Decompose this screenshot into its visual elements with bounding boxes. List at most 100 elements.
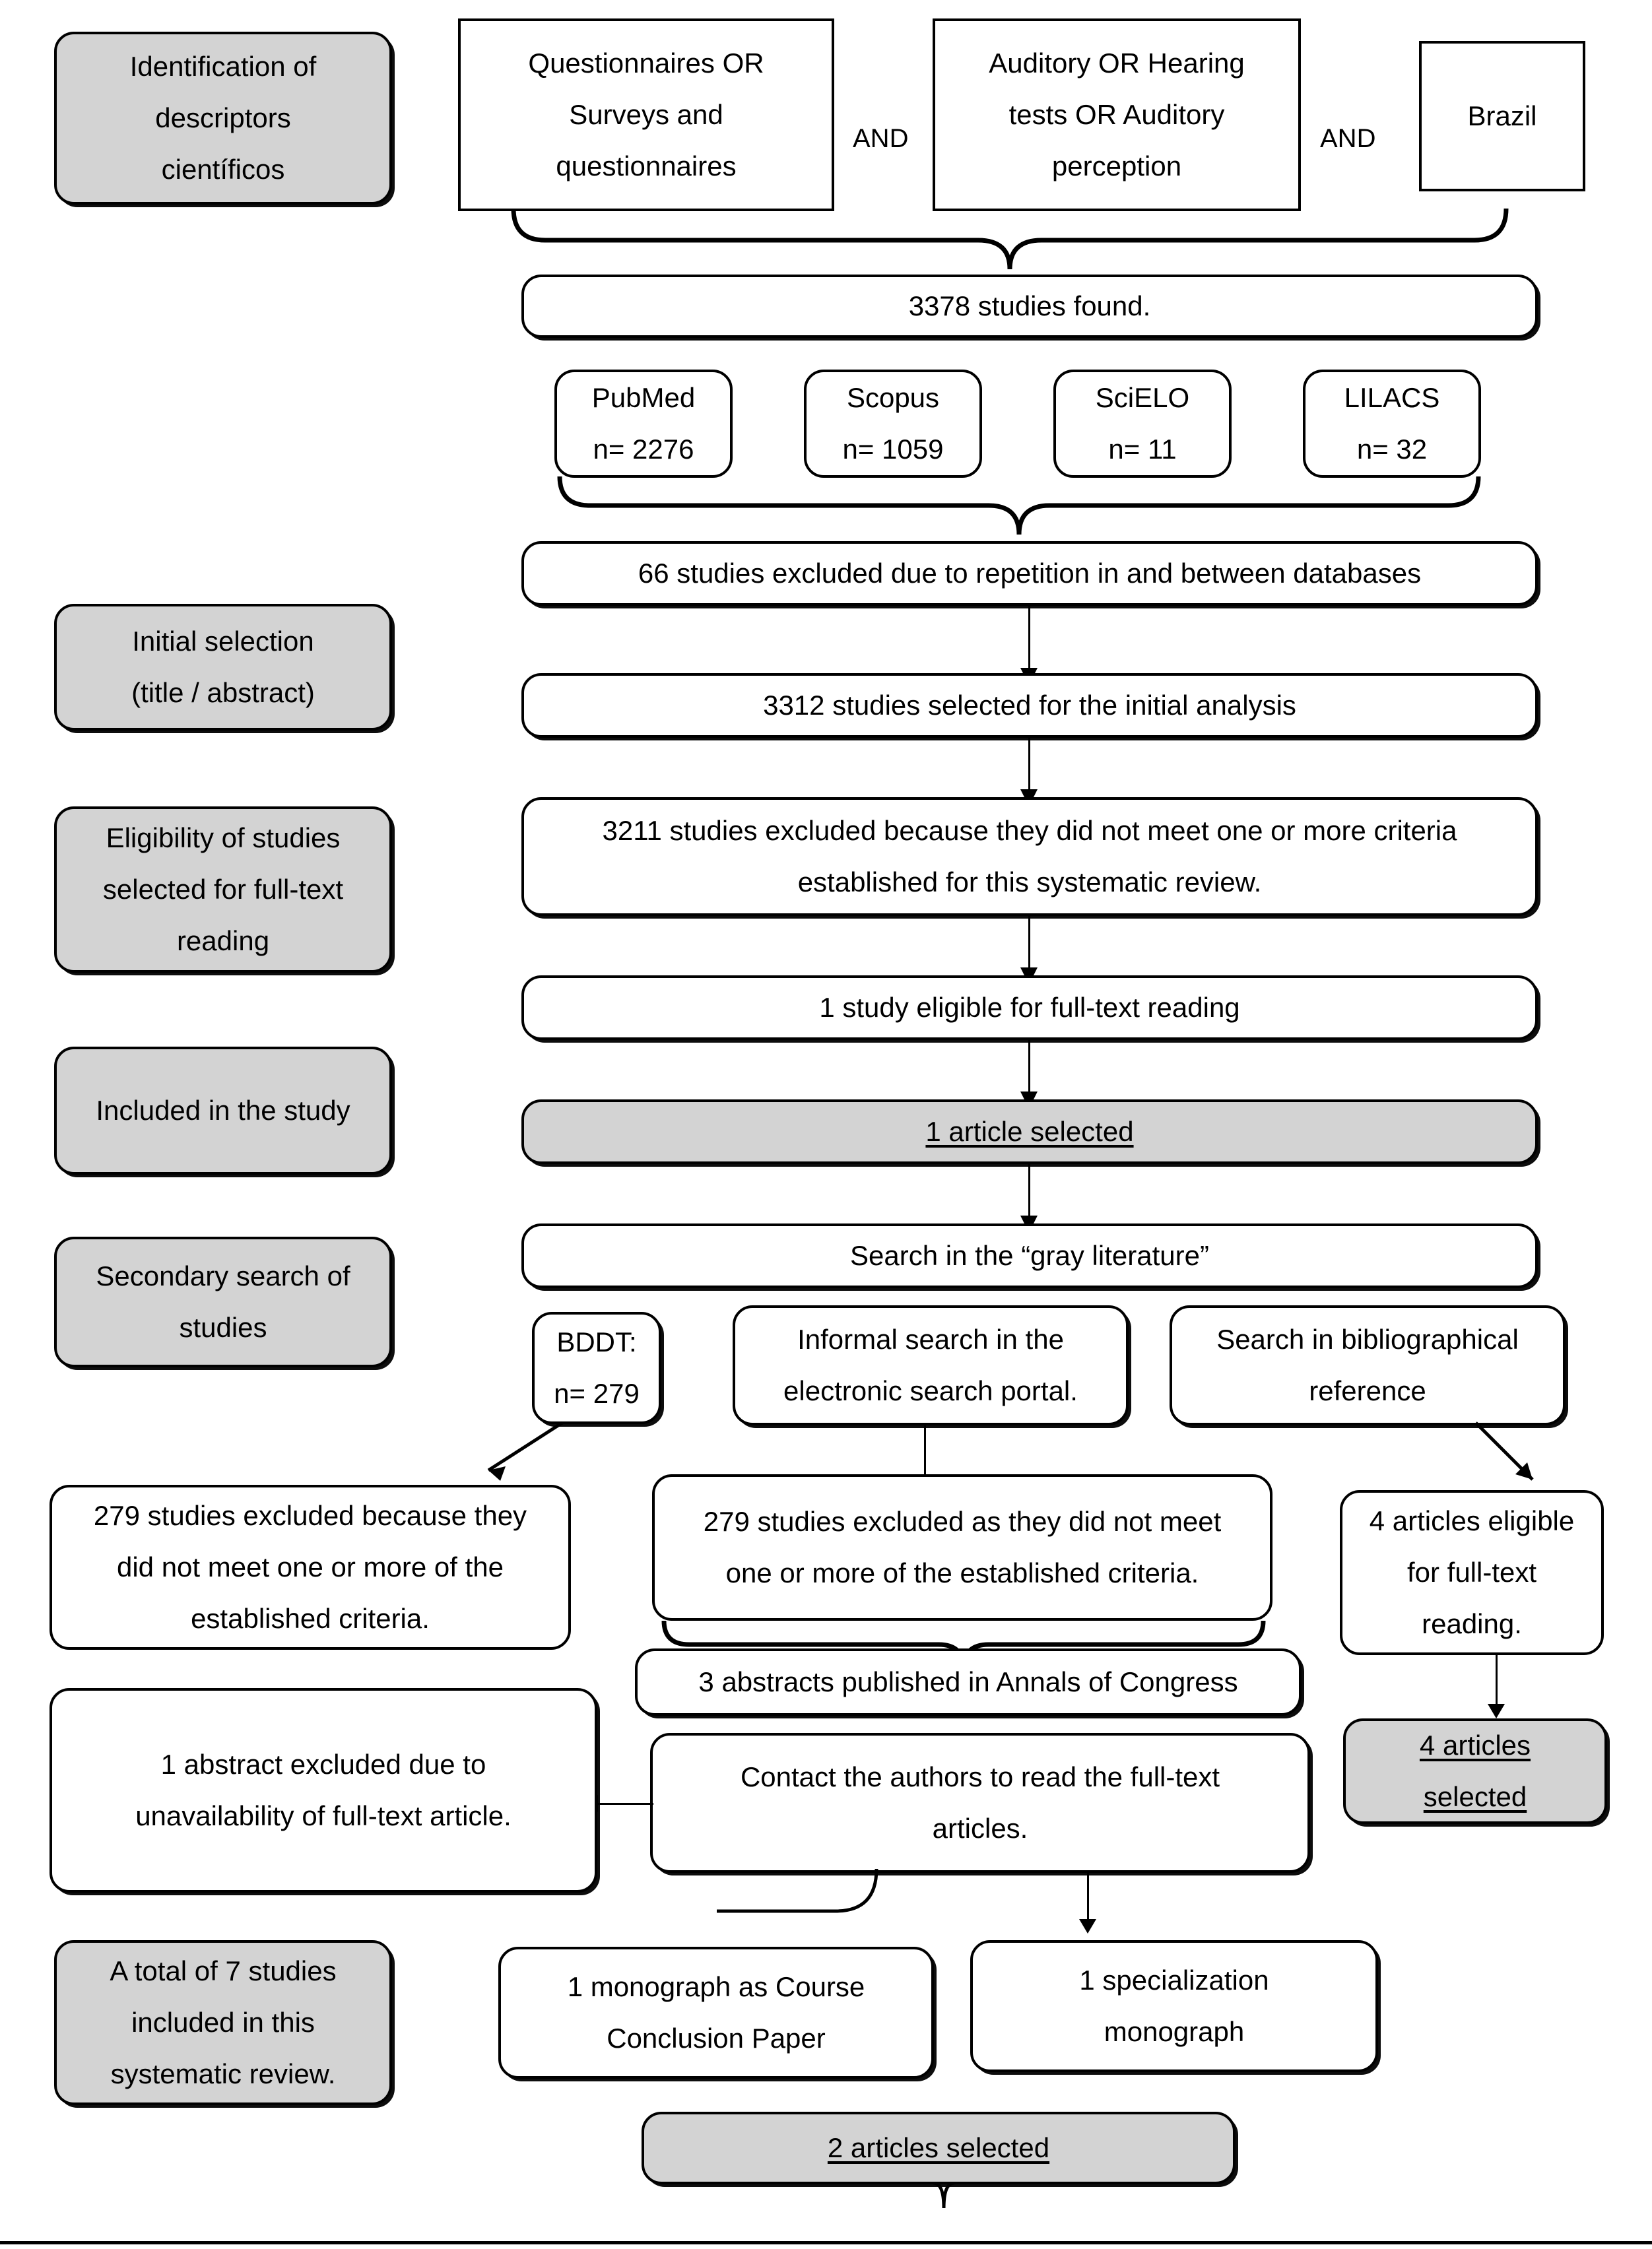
- gray-literature-box: Search in the “gray literature”: [521, 1223, 1538, 1288]
- stage-label-included: Included in the study: [54, 1047, 392, 1175]
- stage-total-line3: systematic review.: [110, 2058, 336, 2089]
- gray-source-bddt-box: BDDT: n= 279: [532, 1312, 661, 1424]
- monograph-course-box: 1 monograph as Course Conclusion Paper: [498, 1947, 934, 2079]
- search-term-2-line2: tests OR Auditory: [1008, 99, 1225, 131]
- excluded-informal-line2: one or more of the established criteria.: [725, 1557, 1199, 1588]
- database-2-name: SciELO: [1095, 382, 1190, 414]
- database-1-count: n= 1059: [842, 434, 944, 465]
- stage-total-line1: A total of 7 studies: [110, 1955, 337, 1987]
- contact-authors-line2: articles.: [932, 1813, 1028, 1844]
- stage-identification-line3: científicos: [161, 153, 285, 185]
- database-0-count: n= 2276: [593, 434, 694, 465]
- articles-selected-2-box: 2 articles selected: [642, 2112, 1236, 2184]
- studies-found-box: 3378 studies found.: [521, 275, 1538, 338]
- eligible-fulltext-text: 1 study eligible for full-text reading: [819, 992, 1240, 1024]
- excluded-repetition-text: 66 studies excluded due to repetition in…: [638, 558, 1422, 589]
- connector-line-right-1: [1496, 1655, 1498, 1714]
- article-selected-1-box: 1 article selected: [521, 1099, 1538, 1164]
- stage-secondary-search-line1: Secondary search of: [96, 1260, 350, 1292]
- eligible-4-line1: 4 articles eligible: [1369, 1505, 1575, 1537]
- database-box-scielo: SciELO n= 11: [1053, 370, 1232, 478]
- stage-eligibility-line1: Eligibility of studies: [106, 822, 341, 854]
- stage-identification-line2: descriptors: [155, 102, 291, 134]
- tail-below-articles-selected-2: [933, 2182, 955, 2209]
- articles-selected-4-box: 4 articles selected: [1343, 1718, 1607, 1824]
- stage-eligibility-line3: reading: [176, 925, 270, 956]
- database-box-lilacs: LILACS n= 32: [1303, 370, 1481, 478]
- abstracts-congress-text: 3 abstracts published in Annals of Congr…: [698, 1666, 1238, 1698]
- articles-selected-4-line2: selected: [1423, 1781, 1527, 1812]
- brace-search-terms: [511, 208, 1509, 270]
- search-term-1-line3: questionnaires: [556, 150, 737, 181]
- brace-databases: [557, 476, 1481, 535]
- gray-literature-text: Search in the “gray literature”: [850, 1240, 1209, 1272]
- page-bottom-rule: [0, 2241, 1652, 2244]
- selected-initial-text: 3312 studies selected for the initial an…: [763, 690, 1296, 721]
- database-0-name: PubMed: [591, 382, 696, 414]
- gray-source-bddt-line2: n= 279: [554, 1378, 640, 1409]
- operator-and-2: AND: [1320, 124, 1376, 153]
- connector-line-informal: [924, 1425, 926, 1483]
- stage-initial-selection-line1: Initial selection: [132, 626, 314, 657]
- stage-eligibility-line2: selected for full-text: [102, 874, 344, 905]
- database-box-pubmed: PubMed n= 2276: [554, 370, 733, 478]
- gray-source-bddt-line1: BDDT:: [556, 1326, 637, 1358]
- stage-label-total-included: A total of 7 studies included in this sy…: [54, 1940, 392, 2105]
- excluded-informal-box: 279 studies excluded as they did not mee…: [652, 1474, 1272, 1621]
- excluded-repetition-box: 66 studies excluded due to repetition in…: [521, 541, 1538, 606]
- eligible-4-articles-box: 4 articles eligible for full-text readin…: [1340, 1490, 1604, 1655]
- arrow-bibliographic-to-eligible: [1474, 1421, 1534, 1481]
- connector-line-1: [1028, 606, 1030, 673]
- operator-and-1: AND: [853, 124, 909, 153]
- eligible-fulltext-box: 1 study eligible for full-text reading: [521, 975, 1538, 1040]
- gray-source-informal-line2: electronic search portal.: [783, 1375, 1078, 1406]
- stage-label-identification: Identification of descriptors científico…: [54, 32, 392, 205]
- abstract-excluded-line2: unavailability of full-text article.: [135, 1800, 512, 1831]
- excluded-bddt-line1: 279 studies excluded because they: [93, 1500, 527, 1532]
- monograph-course-line2: Conclusion Paper: [607, 2023, 826, 2054]
- excluded-bddt-line2: did not meet one or more of the: [116, 1551, 504, 1583]
- stage-total-line2: included in this: [131, 2007, 315, 2038]
- search-term-1-line2: Surveys and: [569, 99, 723, 131]
- stage-label-eligibility: Eligibility of studies selected for full…: [54, 806, 392, 973]
- search-term-2-line3: perception: [1051, 150, 1182, 181]
- database-1-name: Scopus: [846, 382, 940, 414]
- stage-secondary-search-line2: studies: [179, 1312, 267, 1343]
- connector-line-to-abstract-excluded: [594, 1803, 653, 1805]
- gray-source-informal-box: Informal search in the electronic search…: [733, 1305, 1129, 1425]
- arrowhead-right-1: [1488, 1704, 1505, 1718]
- abstracts-congress-box: 3 abstracts published in Annals of Congr…: [635, 1648, 1302, 1716]
- stage-initial-selection-line2: (title / abstract): [131, 677, 315, 708]
- gray-source-bibliographic-line1: Search in bibliographical: [1216, 1324, 1519, 1355]
- studies-found-text: 3378 studies found.: [908, 290, 1151, 322]
- search-term-box-3: Brazil: [1419, 41, 1585, 191]
- articles-selected-4-line1: 4 articles: [1419, 1730, 1531, 1761]
- connector-line-3: [1028, 916, 1030, 975]
- connector-line-2: [1028, 738, 1030, 797]
- database-box-scopus: Scopus n= 1059: [804, 370, 982, 478]
- stage-included-line1: Included in the study: [96, 1095, 350, 1126]
- stage-label-initial-selection: Initial selection (title / abstract): [54, 604, 392, 731]
- stage-label-secondary-search: Secondary search of studies: [54, 1237, 392, 1367]
- search-term-3-line1: Brazil: [1467, 100, 1537, 132]
- excluded-bddt-box: 279 studies excluded because they did no…: [50, 1485, 571, 1650]
- gray-source-informal-line1: Informal search in the: [797, 1324, 1064, 1355]
- article-selected-1-text: 1 article selected: [925, 1116, 1134, 1148]
- eligible-4-line3: reading.: [1422, 1608, 1522, 1639]
- excluded-informal-line1: 279 studies excluded as they did not mee…: [703, 1506, 1222, 1538]
- search-term-2-line1: Auditory OR Hearing: [989, 48, 1245, 79]
- database-3-name: LILACS: [1344, 382, 1440, 414]
- excluded-criteria-line2: established for this systematic review.: [797, 866, 1262, 897]
- eligible-4-line2: for full-text: [1406, 1557, 1537, 1588]
- search-term-box-2: Auditory OR Hearing tests OR Auditory pe…: [933, 18, 1301, 211]
- connector-line-5: [1028, 1164, 1030, 1223]
- arrowhead-to-spec-monograph: [1079, 1919, 1096, 1934]
- selected-initial-box: 3312 studies selected for the initial an…: [521, 673, 1538, 738]
- contact-authors-line1: Contact the authors to read the full-tex…: [740, 1761, 1220, 1793]
- monograph-spec-line1: 1 specialization: [1079, 1965, 1269, 1996]
- database-3-count: n= 32: [1356, 434, 1428, 465]
- contact-authors-box: Contact the authors to read the full-tex…: [650, 1733, 1310, 1873]
- abstract-excluded-box: 1 abstract excluded due to unavailabilit…: [50, 1688, 597, 1893]
- monograph-course-line1: 1 monograph as Course: [567, 1971, 865, 2003]
- curve-to-course-monograph: [717, 1868, 878, 1913]
